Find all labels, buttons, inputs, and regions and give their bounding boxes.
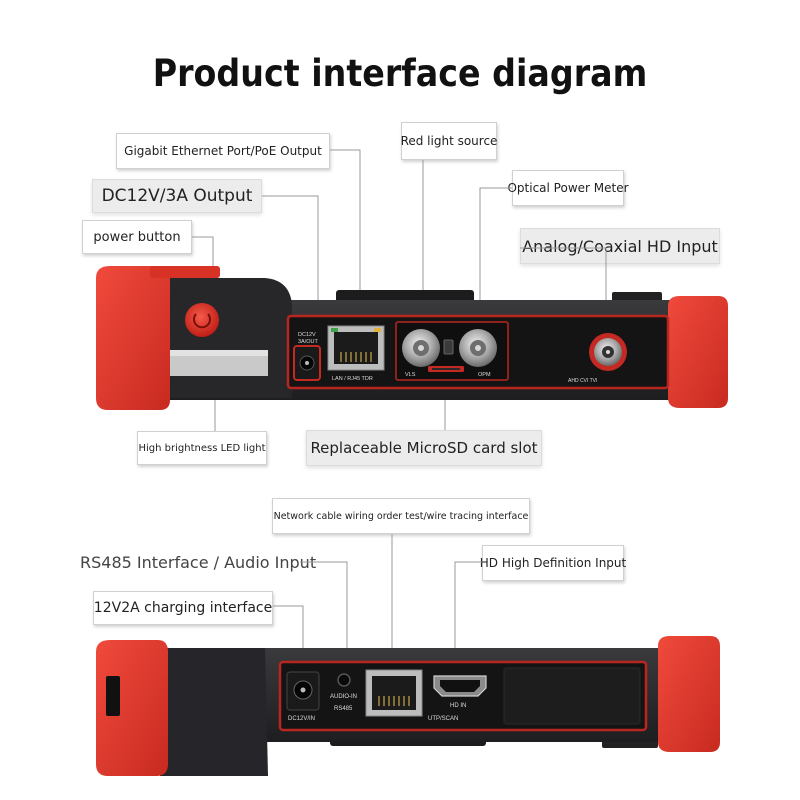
lan-port-label: LAN / RJ45 TDR: [332, 376, 373, 382]
page-title: Product interface diagram: [152, 52, 648, 95]
lan-pins-icon: [340, 352, 372, 362]
callout-microsd-slot: Replaceable MicroSD card slot: [306, 430, 542, 466]
callout-hd-input: HD High Definition Input: [480, 545, 626, 581]
callout-rs485-audio: RS485 Interface / Audio Input: [80, 552, 317, 572]
top-left-bumper: [96, 266, 170, 410]
hdmi-label: HD IN: [450, 703, 466, 709]
bottom-blank-panel: [503, 667, 641, 725]
dc-input-pin-icon: [300, 687, 306, 693]
callout-analog-coaxial-input: Analog/Coaxial HD Input: [520, 228, 720, 264]
bottom-device: DC12V/IN AUDIO-IN RS485 HD IN UTP/SCAN: [96, 636, 720, 776]
audio-in-jack-icon[interactable]: [337, 673, 351, 687]
callout-ethernet-port: Gigabit Ethernet Port/PoE Output: [116, 133, 330, 169]
dc-port-label: DC12V: [298, 332, 316, 338]
utp-scan-label: UTP/SCAN: [428, 716, 458, 722]
led-light-highlight: [170, 350, 268, 356]
top-device-handle: [160, 278, 292, 398]
bottom-left-slot-icon: [106, 676, 120, 716]
top-left-bumper-cap: [150, 266, 220, 278]
callout-optical-power-meter: Optical Power Meter: [507, 170, 629, 206]
dc-in-label: DC12V/IN: [288, 716, 315, 722]
callout-charging-interface: 12V2A charging interface: [93, 591, 273, 625]
lan-led-yellow-icon: [374, 328, 381, 332]
rs485-label: RS485: [334, 706, 353, 712]
callout-wiring-test-interface: Network cable wiring order test/wire tra…: [272, 498, 530, 534]
audio-in-label: AUDIO-IN: [330, 694, 357, 700]
callout-power-button: power button: [82, 220, 192, 254]
hdmi-port-opening-icon: [440, 680, 480, 692]
opm-connector-ferrule-icon: [475, 345, 481, 351]
top-rail-right: [612, 292, 662, 302]
callout-dc-output: DC12V/3A Output: [92, 179, 262, 213]
callout-led-light: High brightness LED light: [137, 431, 267, 465]
vls-connector-ferrule-icon: [418, 345, 424, 351]
fiber-indicator-icon: [443, 339, 454, 355]
power-symbol-icon: [193, 313, 211, 329]
utp-pins-icon: [378, 696, 410, 706]
opm-label: OPM: [478, 372, 491, 378]
lan-led-green-icon: [331, 328, 338, 332]
vls-label: VLS: [405, 372, 416, 378]
bottom-device-handle: [160, 648, 268, 776]
power-button-icon[interactable]: [185, 303, 219, 337]
dc-output-pin-icon: [305, 361, 309, 365]
microsd-slot-opening-icon: [432, 368, 460, 370]
top-device: DC12V 3A/OUT LAN / RJ45 TDR VLS OPM AHD …: [96, 266, 728, 410]
bnc-label: AHD CVI TVI: [568, 378, 597, 384]
bottom-left-bumper: [96, 640, 168, 776]
top-leader-lines: [192, 149, 607, 431]
dc-port-label-2: 3A/OUT: [298, 339, 319, 345]
bottom-right-bumper: [658, 636, 720, 752]
top-right-bumper: [668, 296, 728, 408]
bnc-connector-pin-icon: [606, 350, 610, 354]
callout-red-light-source: Red light source: [401, 122, 497, 160]
